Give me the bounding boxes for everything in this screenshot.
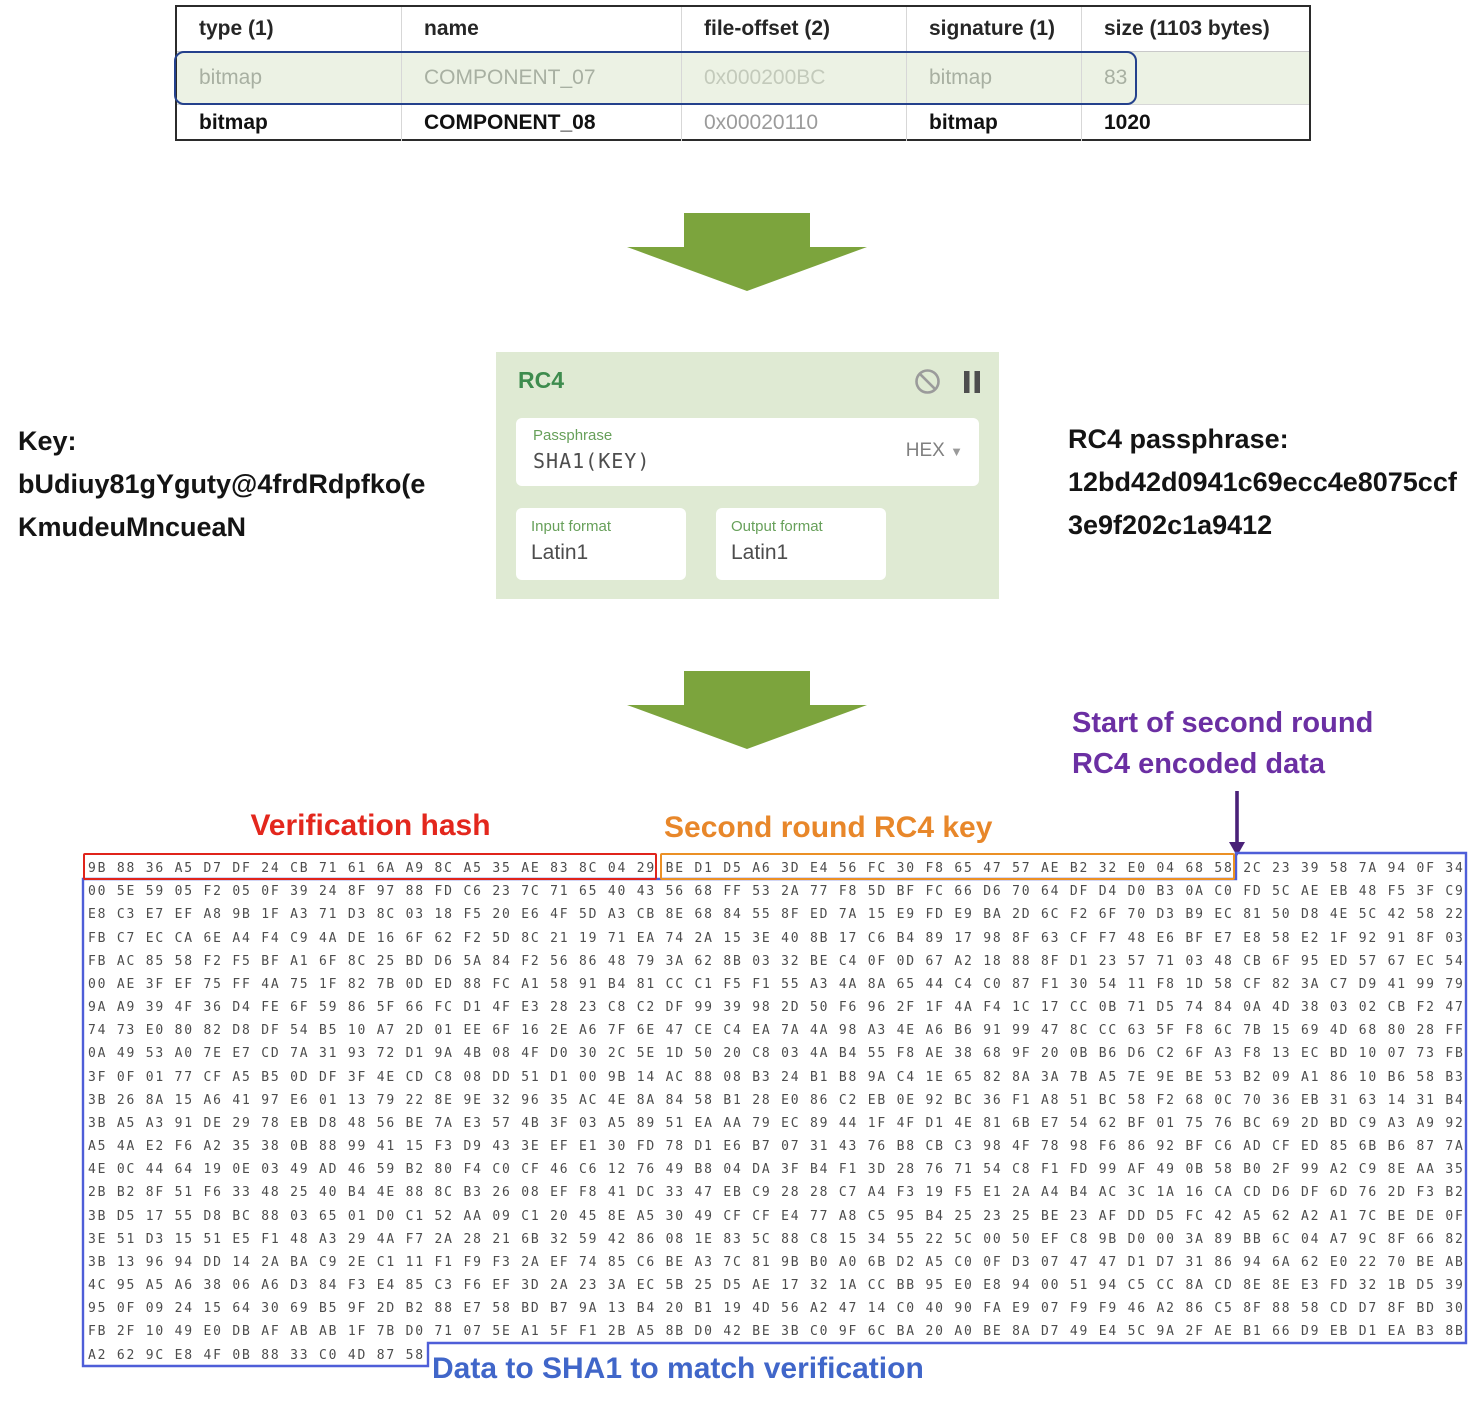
passphrase-note-line2: 3e9f202c1a9412 — [1068, 510, 1273, 540]
hex-row: 3E 51 D3 15 51 E5 F1 48 A3 29 4A F7 2A 2… — [88, 1231, 1465, 1247]
passphrase-note-label: RC4 passphrase: — [1068, 424, 1289, 454]
passphrase-label: Passphrase — [533, 427, 613, 444]
hex-row: A5 4A E2 F6 A2 35 38 0B 88 99 41 15 F3 D… — [88, 1139, 1465, 1155]
cell-offset-07[interactable]: 0x000200BC — [682, 52, 907, 104]
cell-name-07[interactable]: COMPONENT_07 — [402, 52, 682, 104]
purple-pointer-arrow-icon — [1229, 791, 1245, 856]
passphrase-note-line1: 12bd42d0941c69ecc4e8075ccf — [1068, 467, 1457, 497]
passphrase-value[interactable]: SHA1(KEY) — [533, 449, 651, 473]
cell-signature-07[interactable]: bitmap — [907, 52, 1082, 104]
input-format-value[interactable]: Latin1 — [531, 541, 589, 564]
start-second-round-line2: RC4 encoded data — [1072, 748, 1325, 780]
second-round-key-label: Second round RC4 key — [664, 811, 993, 844]
passphrase-field[interactable]: Passphrase SHA1(KEY) HEX ▼ — [516, 418, 979, 486]
cell-offset-08[interactable]: 0x00020110 — [682, 104, 907, 141]
start-second-round-line1: Start of second round — [1072, 707, 1374, 739]
hex-row: 3F 0F 01 77 CF A5 B5 0D DF 3F 4E CD C8 0… — [88, 1069, 1465, 1085]
hex-row: 4E 0C 44 64 19 0E 03 49 AD 46 59 B2 80 F… — [88, 1162, 1465, 1178]
hex-row: 3B D5 17 55 D8 BC 88 03 65 01 D0 C1 52 A… — [88, 1208, 1465, 1224]
output-format-value[interactable]: Latin1 — [731, 541, 789, 564]
hex-row: FB AC 85 58 F2 F5 BF A1 6F 8C 25 BD D6 5… — [88, 953, 1465, 969]
hex-row: 00 5E 59 05 F2 05 0F 39 24 8F 97 88 FD C… — [88, 884, 1465, 900]
cell-name-08[interactable]: COMPONENT_08 — [402, 104, 682, 141]
col-header-size: size (1103 bytes) — [1082, 7, 1309, 52]
hex-row: 3B 26 8A 15 A6 41 97 E6 01 13 79 22 8E 9… — [88, 1092, 1465, 1108]
col-header-name: name — [402, 7, 682, 52]
key-value-line1: bUdiuy81gYguty@4frdRdpfko(e — [18, 469, 426, 499]
hex-row: E8 C3 E7 EF A8 9B 1F A3 71 D3 8C 03 18 F… — [88, 907, 1465, 923]
hex-dump: 9B 88 36 A5 D7 DF 24 CB 71 61 6A A9 8C A… — [81, 851, 1479, 1371]
down-arrow-icon — [627, 671, 867, 749]
hex-row: FB C7 EC CA 6E A4 F4 C9 4A DE 16 6F 62 F… — [88, 930, 1465, 946]
hex-row: 74 73 E0 80 82 D8 DF 54 B5 10 A7 2D 01 E… — [88, 1023, 1465, 1039]
hex-row: 95 0F 09 24 15 64 30 69 B5 9F 2D B2 88 E… — [88, 1301, 1465, 1317]
cell-signature-08[interactable]: bitmap — [907, 104, 1082, 141]
col-header-signature: signature (1) — [907, 7, 1082, 52]
output-format-label: Output format — [731, 518, 823, 535]
hex-row: 9B 88 36 A5 D7 DF 24 CB 71 61 6A A9 8C A… — [88, 861, 1465, 876]
key-label: Key: — [18, 426, 77, 456]
key-value-line2: KmudeuMncueaN — [18, 512, 247, 542]
rc4-key-note: Key: bUdiuy81gYguty@4frdRdpfko(e KmudeuM… — [18, 420, 425, 549]
start-second-round-note: Start of second round RC4 encoded data — [1072, 703, 1373, 785]
hex-row: FB 2F 10 49 E0 DB AF AB AB 1F 7B D0 71 0… — [88, 1324, 1465, 1340]
cell-type-07[interactable]: bitmap — [177, 52, 402, 104]
data-to-sha1-label: Data to SHA1 to match verification — [432, 1352, 924, 1385]
cell-type-08[interactable]: bitmap — [177, 104, 402, 141]
output-format-field[interactable]: Output format Latin1 — [716, 508, 886, 580]
col-header-type: type (1) — [177, 7, 402, 52]
rc4-operation-card: RC4 Passphrase SHA1(KEY) HEX ▼ Input for… — [496, 352, 999, 599]
hex-row: 2B B2 8F 51 F6 33 48 25 40 B4 4E 88 8C B… — [88, 1185, 1465, 1201]
rc4-passphrase-note: RC4 passphrase: 12bd42d0941c69ecc4e8075c… — [1068, 418, 1457, 547]
hex-row: 3B 13 96 94 DD 14 2A BA C9 2E C1 11 F1 F… — [88, 1254, 1465, 1270]
hex-row: 4C 95 A5 A6 38 06 A6 D3 84 F3 E4 85 C3 F… — [88, 1278, 1465, 1294]
hex-row: 3B A5 A3 91 DE 29 78 EB D8 48 56 BE 7A E… — [88, 1115, 1465, 1131]
hex-row: 0A 49 53 A0 7E E7 CD 7A 31 93 72 D1 9A 4… — [88, 1046, 1465, 1062]
component-table: type (1) name file-offset (2) signature … — [175, 5, 1311, 141]
hex-row: 9A A9 39 4F 36 D4 FE 6F 59 86 5F 66 FC D… — [88, 1000, 1465, 1016]
down-arrow-icon — [627, 213, 867, 291]
disable-operation-icon[interactable] — [914, 368, 941, 395]
hex-row: 00 AE 3F EF 75 FF 4A 75 1F 82 7B 0D ED 8… — [88, 976, 1465, 992]
cell-size-08[interactable]: 1020 — [1082, 104, 1309, 141]
input-format-field[interactable]: Input format Latin1 — [516, 508, 686, 580]
verification-hash-label: Verification hash — [250, 809, 491, 842]
cell-size-07[interactable]: 83 — [1082, 52, 1309, 104]
chevron-down-icon: ▼ — [950, 444, 963, 459]
pause-icon[interactable] — [963, 370, 981, 394]
col-header-file-offset: file-offset (2) — [682, 7, 907, 52]
input-format-label: Input format — [531, 518, 612, 535]
passphrase-mode-dropdown[interactable]: HEX ▼ — [905, 440, 963, 461]
operation-title: RC4 — [518, 367, 565, 393]
